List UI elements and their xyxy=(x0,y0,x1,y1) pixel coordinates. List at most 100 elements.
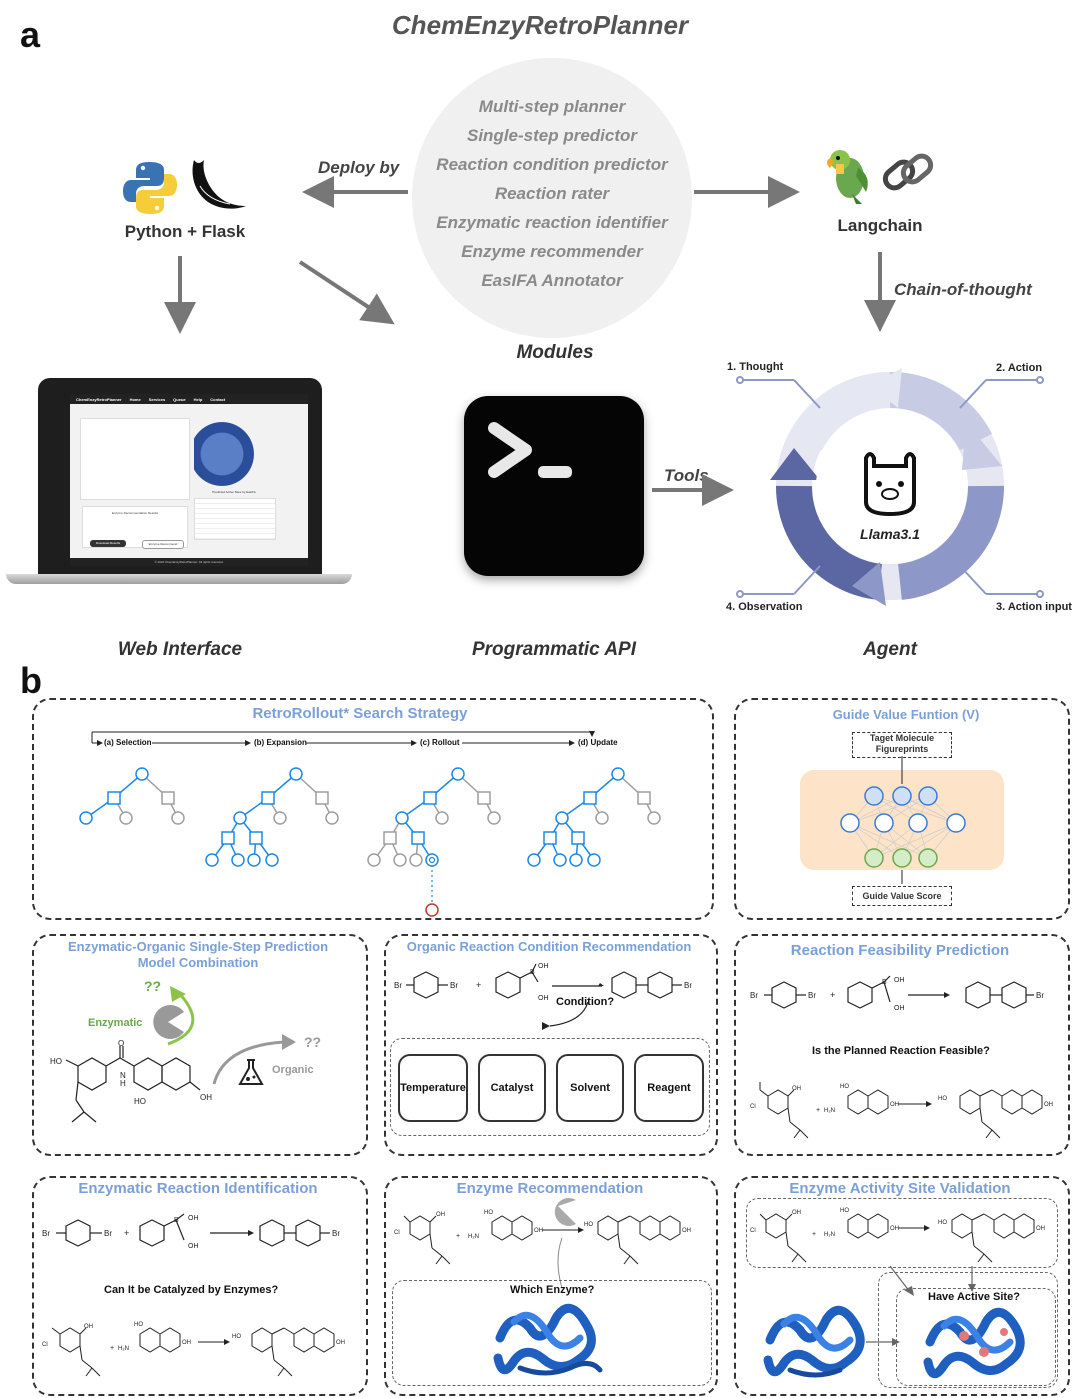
main-title: ChemEnzyRetroPlanner xyxy=(391,10,689,40)
ident2-oh-3: OH xyxy=(336,1340,345,1346)
feas-b: B xyxy=(882,979,887,986)
module-item: Enzymatic reaction identifier xyxy=(436,213,668,232)
enzymatic-arrow xyxy=(167,986,195,1046)
val-ho: HO xyxy=(840,1208,849,1214)
llama-label: Llama3.1 xyxy=(860,526,920,542)
condition-items-box xyxy=(390,1038,710,1136)
rec-oh-3: OH xyxy=(682,1228,691,1234)
condition-title: Organic Reaction Condition Recommendatio… xyxy=(406,939,692,954)
step-expansion: (b) Expansion xyxy=(254,738,307,747)
step-rollout: (c) Rollout xyxy=(420,738,460,747)
nav-queue[interactable]: Queue xyxy=(173,396,186,402)
protein-structure-icon xyxy=(493,1304,603,1376)
feas2-oh-2: OH xyxy=(890,1102,899,1108)
condition-solvent: Solvent xyxy=(556,1054,624,1122)
enzyme-pacman-icon xyxy=(153,1005,184,1039)
combo-box xyxy=(32,934,368,1156)
nav-help[interactable]: Help xyxy=(193,396,203,402)
rec-h2n: H₂N xyxy=(468,1234,479,1240)
ident-oh-2: OH xyxy=(188,1243,199,1250)
web-footer: © 2024 ChemEnzyRetroPlanner. All rights … xyxy=(70,558,308,566)
rec-ho: HO xyxy=(484,1210,493,1216)
identification-box xyxy=(32,1176,368,1396)
module-item: Multi-step planner xyxy=(478,97,626,116)
validation-reaction-box xyxy=(746,1198,1058,1268)
rec-ho-2: HO xyxy=(584,1222,593,1228)
web-navbar: ChemEnzyRetroPlanner Home Services Queue… xyxy=(70,394,308,404)
identification-title: Enzymatic Reaction Identification xyxy=(78,1180,318,1197)
ident-br-2: Br xyxy=(104,1229,112,1238)
enzyme-recommend-button[interactable]: Enzyme Recommend xyxy=(142,540,184,549)
ident2-cl: Cl xyxy=(42,1342,48,1348)
combo-title-1: Enzymatic-Organic Single-Step Prediction xyxy=(67,939,329,954)
ident2-oh-1: OH xyxy=(84,1324,93,1330)
feas2-plus: + xyxy=(816,1107,820,1114)
ident-plus: + xyxy=(124,1228,129,1238)
combo-enzymatic-label: Enzymatic xyxy=(88,1017,143,1029)
ident-br-3: Br xyxy=(332,1229,340,1238)
arrow-api xyxy=(298,260,395,325)
neural-network xyxy=(840,756,966,884)
combo-organic-label: Organic xyxy=(272,1064,314,1076)
identification-question: Can It be Catalyzed by Enzymes? xyxy=(104,1284,279,1296)
cond-br-3: Br xyxy=(684,981,692,990)
feas2-h2n: H₂N xyxy=(824,1108,835,1114)
protein-structure-left-icon xyxy=(763,1306,865,1378)
modules-circle xyxy=(412,58,692,338)
val-plus: + xyxy=(812,1231,816,1238)
nav-home[interactable]: Home xyxy=(129,396,141,402)
cond-oh-2: OH xyxy=(538,995,549,1002)
nav-services[interactable]: Services xyxy=(148,396,166,402)
rec-cl: Cl xyxy=(394,1230,400,1236)
protein-to-site-arrow xyxy=(866,1338,900,1346)
feas-plus: + xyxy=(830,990,835,1000)
llama-icon xyxy=(864,452,916,517)
guide-value-box xyxy=(734,698,1070,920)
module-item: Reaction condition predictor xyxy=(436,155,668,174)
agent-label: Agent xyxy=(863,639,917,660)
web-interface-label: Web Interface xyxy=(117,639,243,660)
step-action-input: 3. Action input xyxy=(996,601,1072,613)
rec-plus: + xyxy=(456,1233,460,1240)
val-ho-2: HO xyxy=(938,1220,947,1226)
step-observation: 4. Observation xyxy=(726,601,803,613)
search-strategy-title: RetroRollout* Search Strategy xyxy=(252,705,468,722)
condition-reagent: Reagent xyxy=(634,1054,704,1122)
module-item: EasIFA Annotator xyxy=(481,271,623,290)
feas-oh-1: OH xyxy=(894,977,905,984)
which-enzyme-box xyxy=(392,1280,712,1386)
module-item: Enzyme recommender xyxy=(461,242,643,261)
panel-a-letter: a xyxy=(20,14,41,55)
step-thought: 1. Thought xyxy=(727,361,784,373)
combo-molecule: HO O N H HO OH xyxy=(50,1039,212,1123)
web-brand: ChemEnzyRetroPlanner xyxy=(76,396,122,402)
panel-a-arrows xyxy=(164,176,896,506)
tree-update xyxy=(527,767,661,867)
chain-of-thought-label: Chain-of-thought xyxy=(894,280,1032,299)
feas-oh-2: OH xyxy=(894,1005,905,1012)
feas-br-3: Br xyxy=(1036,991,1044,1000)
ident2-ho-2: HO xyxy=(232,1334,241,1340)
web-protein xyxy=(194,422,264,486)
feas2-oh-3: OH xyxy=(1044,1102,1053,1108)
val-oh-2: OH xyxy=(890,1226,899,1232)
recommendation-box xyxy=(384,1176,718,1396)
combo-ho2-label: HO xyxy=(134,1097,146,1106)
modules-list: Multi-step planner Single-step predictor… xyxy=(412,92,692,295)
nav-contact[interactable]: Contact xyxy=(210,396,226,402)
programmatic-api-label: Programmatic API xyxy=(471,639,636,660)
feas2-ho-2: HO xyxy=(938,1096,947,1102)
laptop-screen: ChemEnzyRetroPlanner Home Services Queue… xyxy=(70,394,308,566)
laptop-base xyxy=(6,574,352,584)
feasibility-question: Is the Planned Reaction Feasible? xyxy=(812,1045,990,1057)
download-results-button[interactable]: Download Results xyxy=(90,540,126,547)
feas-br-1: Br xyxy=(750,991,758,1000)
feasibility-box xyxy=(734,934,1070,1156)
identification-reaction-2: Cl OH + H₂N HO OH HO OH xyxy=(42,1322,345,1377)
ident-oh-1: OH xyxy=(188,1215,199,1222)
condition-catalyst: Catalyst xyxy=(478,1054,546,1122)
web-right-title: Predicted Active Sites by EasIFA xyxy=(212,490,256,494)
tree-selection xyxy=(79,767,185,825)
guide-output-box: Guide Value Score xyxy=(852,886,952,906)
val-oh-3: OH xyxy=(1036,1226,1045,1232)
